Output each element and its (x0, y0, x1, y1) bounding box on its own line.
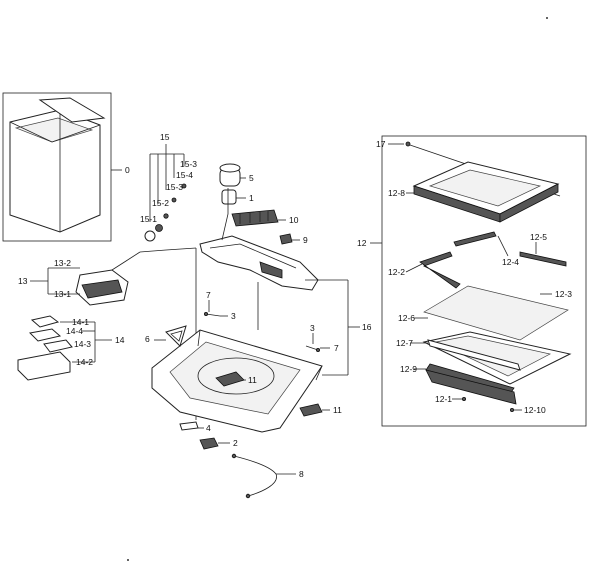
callout-12: 12 (357, 238, 367, 248)
dispenser-assembly (75, 251, 141, 306)
callout-12-6: 12-6 (398, 313, 415, 323)
callout-4: 4 (206, 423, 211, 433)
switch-shaft (221, 189, 237, 205)
callout-14-3: 14-3 (74, 339, 91, 349)
callout-12-4: 12-4 (502, 257, 519, 267)
door-bottom (425, 363, 517, 405)
hinge (299, 403, 323, 417)
gasket-strips (419, 231, 567, 289)
part-2 (199, 437, 219, 450)
knob-parts (144, 183, 187, 242)
screw-right (305, 345, 320, 352)
callout-12-3: 12-3 (555, 289, 572, 299)
top-cover-cabinet (151, 329, 323, 433)
callout-7-right: 7 (334, 343, 339, 353)
sensor (279, 233, 293, 245)
callout-11-top: 11 (248, 375, 257, 385)
door-frame (412, 161, 560, 223)
control-panel-frame (199, 235, 319, 291)
lid-lock (165, 325, 187, 347)
callout-5: 5 (249, 173, 254, 183)
drawer-parts (17, 315, 73, 381)
callout-9: 9 (303, 235, 308, 245)
callout-15-3-top: 15-3 (180, 159, 197, 169)
knob-cap (219, 163, 241, 187)
callout-2: 2 (233, 438, 238, 448)
callout-13: 13 (18, 276, 28, 286)
callout-3-left: 3 (231, 311, 236, 321)
callout-12-1: 12-1 (435, 394, 452, 404)
callout-13-1: 13-1 (54, 289, 71, 299)
part-12-1 (461, 396, 466, 401)
callout-10: 10 (289, 215, 299, 225)
callout-6: 6 (145, 334, 150, 344)
callout-12-7: 12-7 (396, 338, 413, 348)
callout-12-8: 12-8 (388, 188, 405, 198)
callout-1: 1 (249, 193, 254, 203)
glass-panel (423, 285, 569, 341)
callout-15-2: 15-2 (152, 198, 169, 208)
stray-mark (127, 559, 129, 561)
callout-12-2: 12-2 (388, 267, 405, 277)
callout-15-4: 15-4 (176, 170, 193, 180)
wire-harness (231, 453, 277, 499)
callout-13-2: 13-2 (54, 258, 71, 268)
callout-14-4: 14-4 (66, 326, 83, 336)
callout-7-left: 7 (206, 290, 211, 300)
lower-frame (422, 331, 572, 385)
callout-15: 15 (160, 132, 170, 142)
sub-pcb (231, 209, 279, 227)
callout-3-right: 3 (310, 323, 315, 333)
callout-15-1: 15-1 (140, 214, 157, 224)
stray-mark (546, 17, 548, 19)
callout-12-9: 12-9 (400, 364, 417, 374)
callout-14: 14 (115, 335, 125, 345)
callout-8: 8 (299, 469, 304, 479)
callout-17: 17 (376, 139, 386, 149)
callout-12-10: 12-10 (524, 405, 546, 415)
callout-12-5: 12-5 (530, 232, 547, 242)
part-12-10 (509, 407, 514, 412)
callout-0: 0 (125, 165, 130, 175)
part-4 (179, 421, 199, 431)
screw-left (203, 311, 221, 317)
callout-14-1: 14-1 (72, 317, 89, 327)
callout-16: 16 (362, 322, 372, 332)
callout-15-3: 15-3 (166, 182, 183, 192)
callout-11-right: 11 (333, 405, 342, 415)
washer-assembly (2, 92, 112, 242)
callout-14-2: 14-2 (76, 357, 93, 367)
